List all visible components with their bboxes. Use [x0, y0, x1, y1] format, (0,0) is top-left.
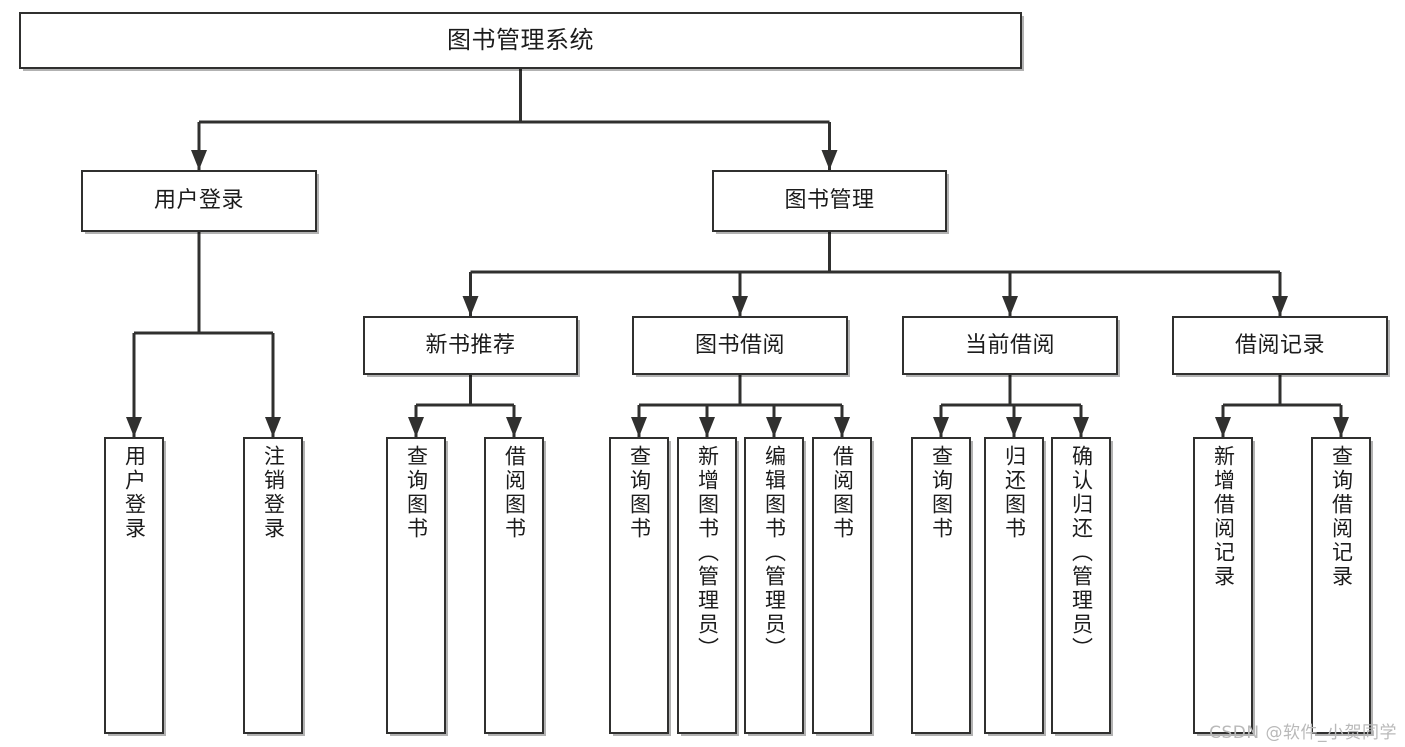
node-label: 确认归还（管理员） [1069, 445, 1094, 661]
node-label: 编辑图书（管理员） [762, 445, 787, 661]
leaf-query-book-current[interactable]: 查询图书 [911, 437, 971, 734]
node-label: 当前借阅 [964, 332, 1055, 358]
leaf-return-book[interactable]: 归还图书 [984, 437, 1044, 734]
leaf-borrow-book-borrowing[interactable]: 借阅图书 [812, 437, 872, 734]
node-book-borrowing[interactable]: 图书借阅 [632, 316, 848, 375]
node-label: 新增图书（管理员） [695, 445, 720, 661]
node-label: 查询借阅记录 [1329, 445, 1354, 589]
node-label: 归还图书 [1002, 445, 1027, 541]
node-label: 查询图书 [929, 445, 954, 541]
csdn-watermark: CSDN @软件_小贺同学 [1209, 723, 1397, 743]
node-label: 用户登录 [122, 445, 147, 541]
node-book-management-system[interactable]: 图书管理系统 [19, 12, 1022, 69]
node-label: 用户登录 [153, 188, 244, 214]
leaf-borrow-book-recommendation[interactable]: 借阅图书 [484, 437, 544, 734]
leaf-add-book-admin[interactable]: 新增图书（管理员） [677, 437, 737, 734]
leaf-logout[interactable]: 注销登录 [243, 437, 303, 734]
leaf-edit-book-admin[interactable]: 编辑图书（管理员） [744, 437, 804, 734]
node-label: 借阅图书 [502, 445, 527, 541]
leaf-query-book-borrowing[interactable]: 查询图书 [609, 437, 669, 734]
node-label: 注销登录 [261, 445, 286, 541]
node-label: 查询图书 [404, 445, 429, 541]
node-user-login[interactable]: 用户登录 [81, 170, 317, 232]
node-label: 借阅图书 [830, 445, 855, 541]
node-label: 图书管理 [784, 188, 875, 214]
node-label: 图书管理系统 [447, 26, 594, 55]
node-label: 图书借阅 [694, 332, 785, 358]
node-borrowing-record[interactable]: 借阅记录 [1172, 316, 1388, 375]
node-book-management[interactable]: 图书管理 [712, 170, 947, 232]
node-label: 借阅记录 [1234, 332, 1325, 358]
node-label: 查询图书 [627, 445, 652, 541]
node-label: 新增借阅记录 [1211, 445, 1236, 589]
node-new-book-recommendation[interactable]: 新书推荐 [363, 316, 578, 375]
leaf-add-borrowing-record[interactable]: 新增借阅记录 [1193, 437, 1253, 734]
leaf-confirm-return-admin[interactable]: 确认归还（管理员） [1051, 437, 1111, 734]
node-current-borrowing[interactable]: 当前借阅 [902, 316, 1118, 375]
node-label: 新书推荐 [425, 332, 516, 358]
leaf-query-book-recommendation[interactable]: 查询图书 [386, 437, 446, 734]
leaf-query-borrowing-record[interactable]: 查询借阅记录 [1311, 437, 1371, 734]
leaf-user-login[interactable]: 用户登录 [104, 437, 164, 734]
